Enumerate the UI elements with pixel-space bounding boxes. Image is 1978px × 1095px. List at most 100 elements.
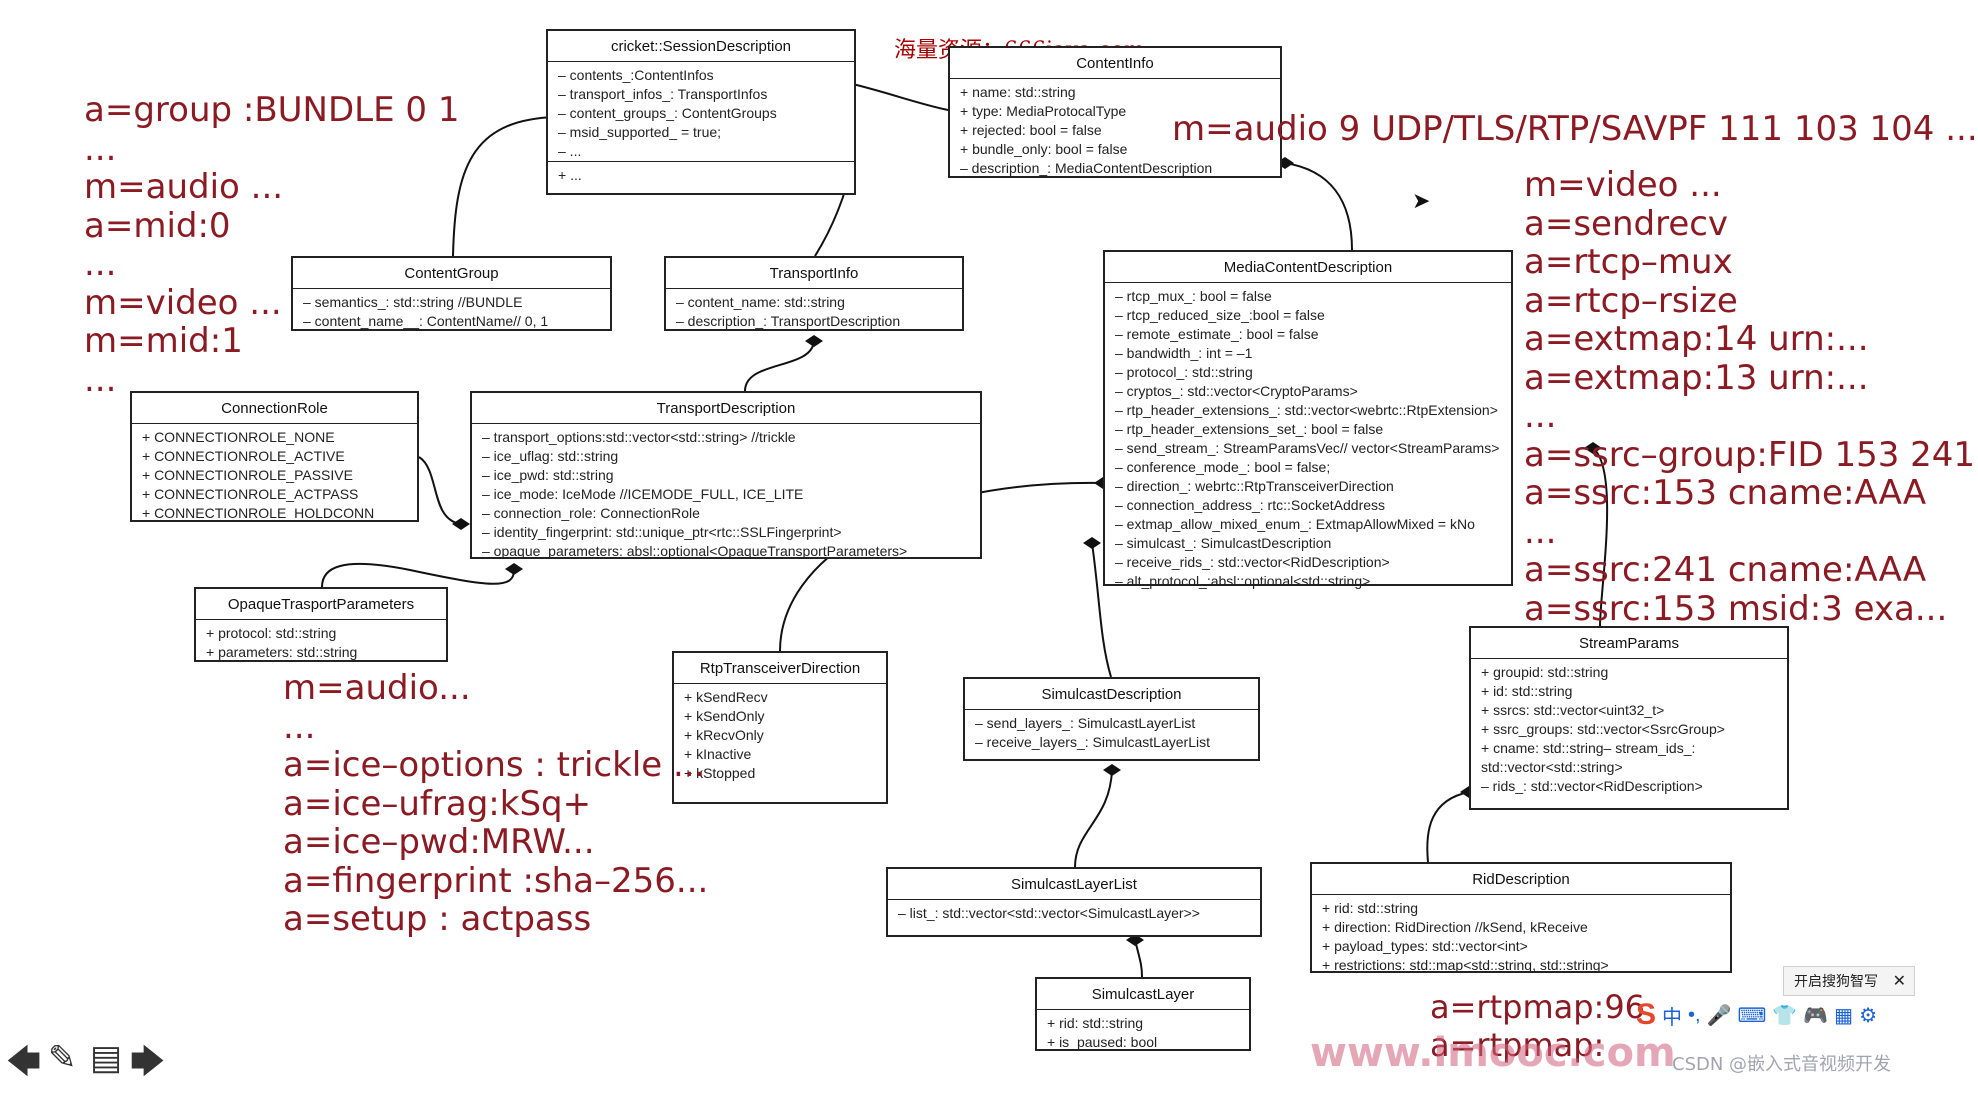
sdp-note-line: a=setup : actpass	[283, 899, 592, 939]
class-field: – rtcp_mux_: bool = false	[1115, 288, 1272, 304]
sdp-note-line: a=group :BUNDLE 0 1	[84, 90, 460, 130]
class-field: + groupid: std::string	[1481, 664, 1609, 680]
sdp-note-line: ...	[84, 244, 117, 284]
class-field: – send_stream_: StreamParamsVec// vector…	[1115, 440, 1500, 456]
class-field: – rtp_header_extensions_: std::vector<we…	[1115, 402, 1498, 418]
class-field: – ...	[558, 143, 582, 159]
class-transport-description: TransportDescription– transport_options:…	[470, 391, 982, 559]
class-title: cricket::SessionDescription	[548, 31, 854, 62]
class-field: – ice_mode: IceMode //ICEMODE_FULL, ICE_…	[482, 486, 804, 502]
sdp-note-line: a=ssrc–group:FID 153 241	[1524, 434, 1976, 475]
class-field: + kRecvOnly	[684, 727, 764, 743]
class-field: – identity_fingerprint: std::unique_ptr<…	[482, 524, 842, 540]
simulcast-to-layerlist-connector	[1074, 769, 1113, 868]
class-title: RidDescription	[1312, 864, 1730, 895]
class-field: + rejected: bool = false	[960, 122, 1102, 138]
chinese-mode-icon[interactable]: 中	[1662, 1006, 1683, 1029]
class-field: – rids_: std::vector<RidDescription>	[1481, 778, 1703, 794]
class-field: + cname: std::string– stream_ids_:	[1481, 740, 1696, 756]
class-field: + id: std::string	[1481, 683, 1573, 699]
class-field: – transport_infos_: TransportInfos	[558, 86, 768, 102]
class-media-content-description: MediaContentDescription– rtcp_mux_: bool…	[1103, 250, 1513, 589]
transportdesc-to-connectionrole-connector	[418, 456, 462, 525]
game-icon[interactable]: 🎮	[1803, 1004, 1829, 1027]
class-field: – opaque_parameters: absl::optional<Opaq…	[482, 543, 908, 559]
notes-icon[interactable]: ▤	[90, 1039, 123, 1077]
sdp-note-line: a=fingerprint :sha–256...	[283, 860, 709, 901]
mediacontent-to-simulcast-composition-diamond	[1083, 537, 1101, 549]
sdp-note-line: a=extmap:13 urn:...	[1524, 357, 1869, 398]
transportdesc-to-connectionrole-composition-diamond	[452, 518, 470, 530]
class-title: TransportInfo	[666, 258, 962, 289]
pen-icon[interactable]: ✎	[48, 1039, 77, 1077]
class-field: + is_paused: bool	[1047, 1034, 1158, 1050]
class-field: + bundle_only: bool = false	[960, 141, 1128, 157]
microphone-icon[interactable]: 🎤	[1706, 1004, 1732, 1027]
class-operation: + ...	[558, 167, 582, 183]
class-field: – extmap_allow_mixed_enum_: ExtmapAllowM…	[1115, 516, 1475, 532]
class-fields: + protocol: std::string+ parameters: std…	[196, 620, 446, 662]
class-fields: – list_: std::vector<std::vector<Simulca…	[888, 900, 1260, 923]
keyboard-icon[interactable]: ⌨	[1737, 1004, 1767, 1027]
class-field: + name: std::string	[960, 84, 1076, 100]
close-icon[interactable]: ✕	[1892, 973, 1906, 990]
class-fields: – rtcp_mux_: bool = false– rtcp_reduced_…	[1105, 283, 1511, 591]
class-fields: + name: std::string+ type: MediaProtocal…	[950, 79, 1280, 178]
sdp-note-line: m=mid:1	[84, 321, 243, 361]
mouse-cursor-icon: ➤	[1412, 188, 1431, 213]
class-operations: + ...	[548, 161, 854, 189]
sdp-note-line: a=ice–ufrag:kSq+	[283, 783, 592, 824]
class-title: StreamParams	[1471, 628, 1787, 659]
sogou-logo-icon[interactable]: S	[1636, 998, 1657, 1031]
class-field: – bandwidth_: int = –1	[1115, 345, 1253, 361]
sdp-audio-line: m=audio 9 UDP/TLS/RTP/SAVPF 111 103 104 …	[1172, 109, 1978, 149]
class-simulcast-description: SimulcastDescription– send_layers_: Simu…	[963, 677, 1260, 761]
sdp-note-line: m=audio...	[283, 668, 471, 708]
skin-icon[interactable]: 👕	[1772, 1004, 1798, 1027]
class-field: + kSendRecv	[684, 689, 768, 705]
forward-arrow-icon[interactable]: 🡆	[130, 1043, 166, 1081]
sdp-note-line: a=rtpmap:	[1430, 1026, 1605, 1064]
sdp-note-line: a=rtcp–mux	[1524, 242, 1733, 282]
class-field: + CONNECTIONROLE_ACTPASS	[142, 486, 359, 502]
ime-toolbar[interactable]: 开启搜狗智写 ✕	[1783, 966, 1915, 996]
class-field: – connection_address_: rtc::SocketAddres…	[1115, 497, 1386, 513]
class-connection-role: ConnectionRole+ CONNECTIONROLE_NONE+ CON…	[130, 391, 419, 522]
ime-icon-row: S 中 •, 🎤 ⌨ 👕 🎮 ▦ ⚙	[1636, 998, 1877, 1032]
layerlist-to-layer-connector	[1134, 939, 1143, 978]
sdp-notes-left: a=group :BUNDLE 0 1... m=audio ...a=mid:0…	[84, 91, 459, 399]
sdp-note-line: a=extmap:14 urn:...	[1524, 319, 1869, 359]
class-field: – description_: TransportDescription	[676, 313, 901, 329]
class-content-group: ContentGroup– semantics_: std::string //…	[291, 256, 612, 331]
transportdesc-to-opaque-connector	[321, 562, 516, 588]
sdp-note-line: m=audio ...	[84, 167, 284, 207]
class-field: + kInactive	[684, 746, 752, 762]
class-field: – content_groups_: ContentGroups	[558, 105, 777, 121]
class-title: ContentGroup	[293, 258, 610, 289]
class-stream-params: StreamParams+ groupid: std::string+ id: …	[1469, 626, 1789, 810]
class-field: – receive_rids_: std::vector<RidDescript…	[1115, 554, 1390, 570]
transportdesc-to-opaque-composition-diamond	[505, 563, 523, 575]
sdp-note-line: a=mid:0	[84, 205, 231, 246]
class-field: – direction_: webrtc::RtpTransceiverDire…	[1115, 478, 1394, 494]
settings-icon[interactable]: ⚙	[1859, 1004, 1878, 1027]
sdp-note-line: ...	[84, 359, 117, 400]
class-field: + protocol: std::string	[206, 625, 337, 641]
sdp-note-line: ...	[283, 706, 316, 747]
sdp-note-line: m=video ...	[84, 282, 282, 323]
class-fields: – send_layers_: SimulcastLayerList– rece…	[965, 710, 1258, 752]
punctuation-icon[interactable]: •,	[1688, 1003, 1701, 1026]
class-opaque-transport-parameters: OpaqueTrasportParameters+ protocol: std:…	[194, 587, 448, 662]
class-field: – ice_pwd: std::string	[482, 467, 614, 483]
class-fields: + CONNECTIONROLE_NONE+ CONNECTIONROLE_AC…	[132, 424, 417, 523]
sdp-notes-ice: m=audio......a=ice–options : trickle ...…	[283, 669, 708, 939]
back-arrow-icon[interactable]: 🡄	[6, 1043, 42, 1081]
class-content-info: ContentInfo+ name: std::string+ type: Me…	[948, 46, 1282, 178]
transportinfo-to-transportdesc-composition-diamond	[805, 335, 823, 347]
toolbox-icon[interactable]: ▦	[1834, 1004, 1854, 1027]
sdp-note-line: a=rtpmap:96	[1430, 988, 1646, 1026]
class-field: + payload_types: std::vector<int>	[1322, 938, 1528, 954]
sdp-note-line: a=ice–pwd:MRW...	[283, 822, 595, 862]
